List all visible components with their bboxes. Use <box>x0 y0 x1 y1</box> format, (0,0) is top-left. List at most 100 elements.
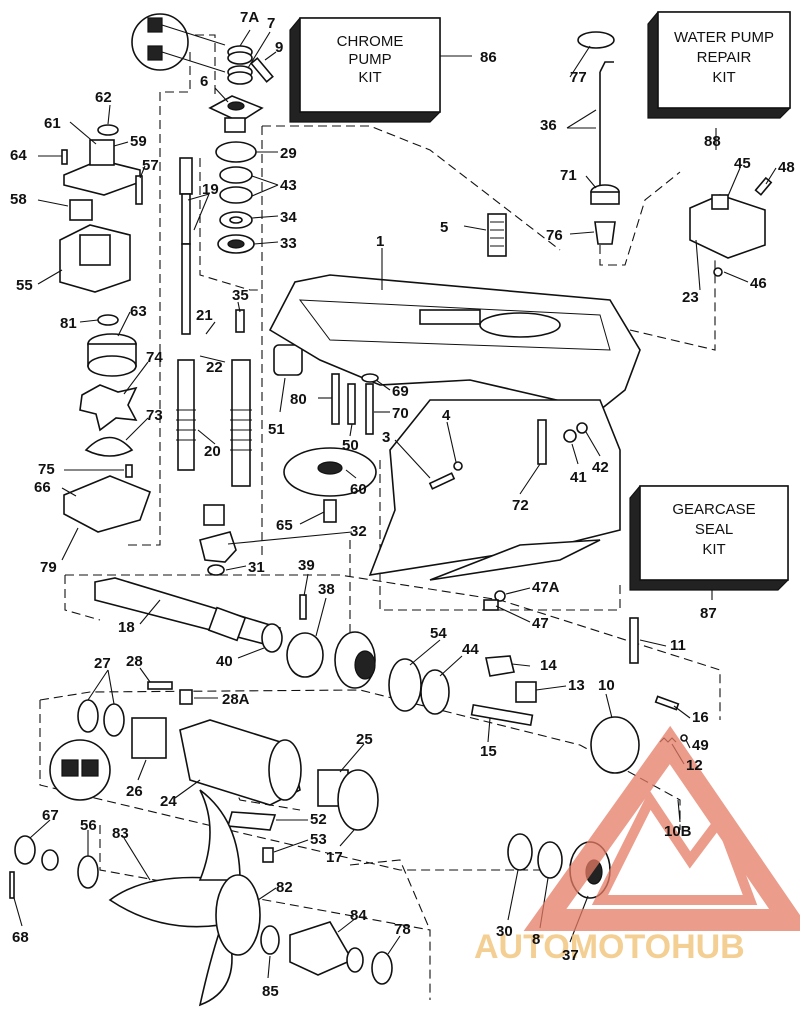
part-68-cotter-pin <box>9 871 15 899</box>
callout-1: 1 <box>376 233 384 250</box>
callout-27: 27 <box>94 655 111 672</box>
part-24-bearing-housing <box>179 719 302 806</box>
callout-30: 30 <box>496 923 513 940</box>
part-57-screw <box>135 175 143 205</box>
part-31-washer <box>207 564 225 576</box>
part-9-screw <box>250 57 274 83</box>
kit-title-line: SEAL <box>695 521 733 538</box>
part-76-seal <box>594 221 616 245</box>
callout-29: 29 <box>280 145 297 162</box>
callout-71: 71 <box>560 167 577 184</box>
part-45-pump-housing <box>689 194 766 259</box>
part-30-washer <box>507 833 533 871</box>
part-84-spacer <box>289 921 364 976</box>
callout-59: 59 <box>130 133 147 150</box>
callout-35: 35 <box>232 287 249 304</box>
callout-63: 63 <box>130 303 147 320</box>
part-17-oring <box>337 769 379 831</box>
part-7-seal <box>227 65 253 85</box>
callout-40: 40 <box>216 653 233 670</box>
callout-68: 68 <box>12 929 29 946</box>
callout-69: 69 <box>392 383 409 400</box>
part-59-cover <box>63 139 141 196</box>
callout-26: 26 <box>126 783 143 800</box>
callout-47: 47 <box>532 615 549 632</box>
callout-31: 31 <box>248 559 265 576</box>
part-10-housing <box>590 716 640 774</box>
part-19-shafts <box>179 157 193 335</box>
callout-70: 70 <box>392 405 409 422</box>
callout-19: 19 <box>202 181 219 198</box>
leader-lines <box>13 29 777 979</box>
kit-title-line: REPAIR <box>697 49 752 66</box>
part-77-grommet <box>577 31 615 49</box>
part-16-pin <box>654 695 680 711</box>
callout-8: 8 <box>532 931 540 948</box>
callout-75: 75 <box>38 461 55 478</box>
part-41-screw <box>563 429 577 443</box>
callout-32: 32 <box>350 523 367 540</box>
gearcase-seal-kit-box: GEARCASE SEAL KIT <box>629 485 789 591</box>
part-13-bracket <box>515 681 537 703</box>
callout-10: 10 <box>598 677 615 694</box>
callout-56: 56 <box>80 817 97 834</box>
water-pump-repair-kit-box: WATER PUMP REPAIR KIT <box>647 11 791 119</box>
callout-24: 24 <box>160 793 177 810</box>
callout-66: 66 <box>34 479 51 496</box>
callout-7: 7 <box>267 15 275 32</box>
callout-81: 81 <box>60 315 77 332</box>
callout-22: 22 <box>206 359 223 376</box>
callout-82: 82 <box>276 879 293 896</box>
part-62-oring <box>97 124 119 136</box>
kit-title-line: KIT <box>712 69 735 86</box>
part-43-washers <box>219 166 253 204</box>
part-8-bearing <box>537 841 563 879</box>
part-53-screw <box>262 847 274 863</box>
callout-28a: 28A <box>222 691 250 708</box>
part-80-bolts <box>331 373 356 425</box>
callout-65: 65 <box>276 517 293 534</box>
part-4-washer <box>453 461 463 471</box>
part-7a-seal <box>227 45 253 65</box>
callout-53: 53 <box>310 831 327 848</box>
part-1-gearcase-housing <box>268 274 641 411</box>
callout-62: 62 <box>95 89 112 106</box>
callout-52: 52 <box>310 811 327 828</box>
callout-60: 60 <box>350 481 367 498</box>
part-38-clutch <box>286 632 324 678</box>
callout-61: 61 <box>44 115 61 132</box>
part-82-hub <box>215 874 261 956</box>
part-20-shift-rods <box>176 359 252 487</box>
part-28-screw <box>147 681 173 690</box>
part-26-bearing <box>131 717 167 759</box>
chrome-pump-kit-box: CHROME PUMP KIT <box>289 17 441 123</box>
callout-48: 48 <box>778 159 795 176</box>
part-3-screw <box>428 472 456 490</box>
callout-50: 50 <box>342 437 359 454</box>
callout-34: 34 <box>280 209 297 226</box>
callout-18: 18 <box>118 619 135 636</box>
kit-title-line: GEARCASE <box>672 501 755 518</box>
callout-28: 28 <box>126 653 143 670</box>
callout-86: 86 <box>480 49 497 66</box>
part-63-liner <box>87 333 137 377</box>
kit-title-line: PUMP <box>348 51 391 68</box>
callout-5: 5 <box>440 219 448 236</box>
part-5-anode <box>487 213 507 257</box>
part-70-stud <box>365 383 374 435</box>
callout-72: 72 <box>512 497 529 514</box>
callout-3: 3 <box>382 429 390 446</box>
part-7-seal-detail <box>131 13 226 73</box>
callout-55: 55 <box>16 277 33 294</box>
callout-73: 73 <box>146 407 163 424</box>
callout-80: 80 <box>290 391 307 408</box>
part-27-seal-detail <box>49 739 111 801</box>
callout-49: 49 <box>692 737 709 754</box>
callout-36: 36 <box>540 117 557 134</box>
callout-9: 9 <box>275 39 283 56</box>
callout-64: 64 <box>10 147 27 164</box>
callout-12: 12 <box>686 757 703 774</box>
automotohub-watermark: AUTOMOTOHUB <box>474 725 800 966</box>
part-39-pin <box>299 594 307 620</box>
